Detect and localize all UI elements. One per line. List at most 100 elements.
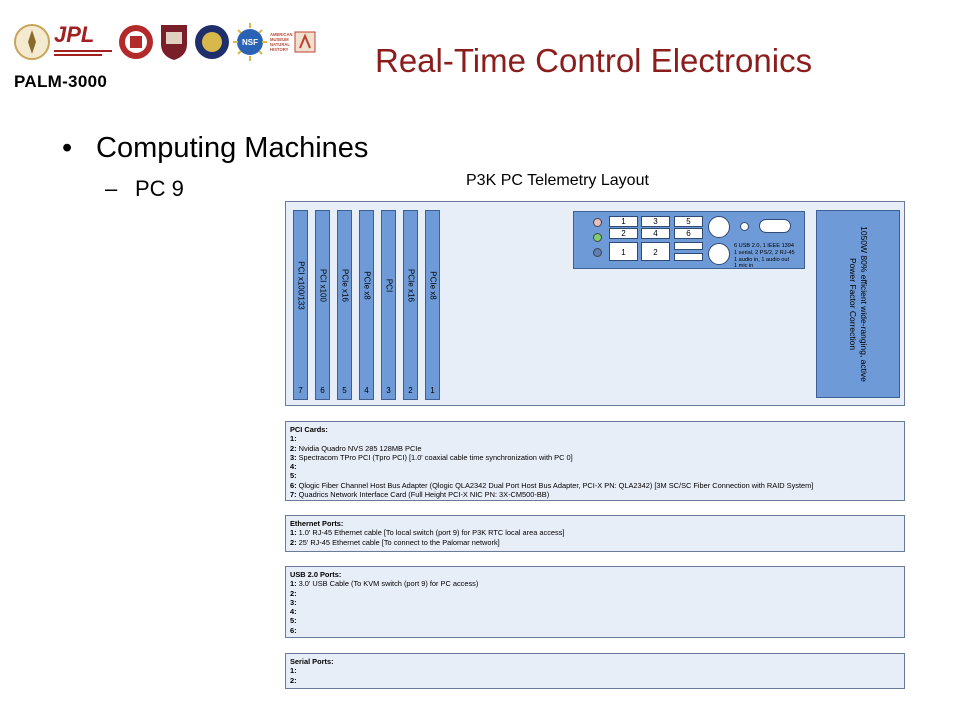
item-number: 3:	[290, 452, 297, 462]
pci-slot-6: PCI x100 6	[315, 210, 330, 400]
item-number: 5:	[290, 471, 297, 481]
oxford-crest-icon	[195, 25, 229, 59]
io-panel: 1 3 5 2 4 6 1 2 6 USB 2.0, 1 IEEE 1394 1…	[573, 211, 805, 269]
item-text: Qlogic Fiber Channel Host Bus Adapter (Q…	[296, 480, 814, 490]
diagram-title: P3K PC Telemetry Layout	[466, 172, 649, 189]
list-item: 1: 1.0' RJ-45 Ethernet cable [To local s…	[290, 528, 900, 537]
audio-port-bottom	[674, 253, 703, 261]
item-number: 1:	[290, 528, 297, 538]
pci-slot-4: PCIe x8 4	[359, 210, 374, 400]
panel-title: Ethernet Ports:	[290, 519, 344, 528]
list-item: 3: Spectracom TPro PCI (Tpro PCI) [1.0' …	[290, 453, 900, 462]
panel-title: PCI Cards:	[290, 425, 328, 434]
slot-label: PCI x100	[318, 269, 327, 302]
pci-slot-2: PCIe x16 2	[403, 210, 418, 400]
panel-title: USB 2.0 Ports:	[290, 570, 342, 579]
io-description: 6 USB 2.0, 1 IEEE 1394 1 serial, 2 PS/2,…	[734, 243, 804, 270]
bullet-dot-icon: •	[62, 132, 73, 164]
item-number: 6:	[290, 480, 297, 490]
university-crest-icon	[161, 25, 187, 60]
slot-number: 6	[320, 386, 325, 395]
usb-port-4: 4	[641, 228, 670, 239]
slot-number: 5	[342, 386, 347, 395]
item-text: 25' RJ-45 Ethernet cable [To connect to …	[296, 537, 500, 547]
list-item: 1: 3.0' USB Cable (To KVM switch (port 9…	[290, 579, 900, 588]
slot-label: PCIe x8	[428, 271, 437, 300]
item-text: Quadrics Network Interface Card (Full He…	[296, 490, 550, 500]
bullet-level2: –PC 9	[105, 176, 184, 202]
bullet-dash-icon: –	[105, 176, 118, 201]
list-item: 6:	[290, 626, 900, 635]
caltech-seal-icon	[14, 24, 50, 60]
slot-label: PCIe x8	[362, 271, 371, 300]
list-item: 1:	[290, 666, 900, 675]
amnh-logo: AMERICAN MUSEUM NATURAL HISTORY	[270, 22, 293, 62]
power-led-icon	[593, 218, 602, 227]
ethernet-port-2: 2	[641, 242, 670, 261]
jpl-logo: JPL	[54, 22, 114, 62]
slot-label: PCI x100/133	[296, 261, 305, 310]
slot-number: 2	[408, 386, 413, 395]
ethernet-port-1: 1	[609, 242, 638, 261]
fermilab-logo	[294, 31, 316, 53]
list-item: 2: Nvidia Quadro NVS 285 128MB PCIe	[290, 444, 900, 453]
item-text: 3.0' USB Cable (To KVM switch (port 9) f…	[296, 579, 479, 589]
item-number: 2:	[290, 443, 297, 453]
project-name: PALM-3000	[14, 72, 108, 91]
list-item: 6: Qlogic Fiber Channel Host Bus Adapter…	[290, 481, 900, 490]
ps2-port-icon	[708, 243, 730, 265]
audio-port-top	[674, 242, 703, 250]
item-number: 7:	[290, 490, 297, 500]
jpl-logo-text: JPL	[54, 22, 95, 47]
item-text: 1.0' RJ-45 Ethernet cable [To local swit…	[296, 528, 565, 538]
pci-slot-3: PCI 3	[381, 210, 396, 400]
list-item: 5:	[290, 471, 900, 480]
item-number: 3:	[290, 597, 297, 607]
bullet-level1-text: Computing Machines	[96, 132, 369, 164]
pci-slot-1: PCIe x8 1	[425, 210, 440, 400]
audio-jack-icon	[740, 222, 749, 231]
item-number: 4:	[290, 462, 297, 472]
ethernet-ports-panel: Ethernet Ports: 1: 1.0' RJ-45 Ethernet c…	[285, 515, 905, 552]
list-item: 1:	[290, 434, 900, 443]
amnh-logo-text: AMERICAN MUSEUM NATURAL HISTORY	[270, 32, 293, 52]
list-item: 2:	[290, 676, 900, 685]
list-item: 5:	[290, 616, 900, 625]
serial-port-icon	[759, 219, 791, 233]
power-supply-label: 1050W 80% efficient wide-ranging, active…	[848, 226, 869, 382]
list-item: 7: Quadrics Network Interface Card (Full…	[290, 490, 900, 499]
item-number: 2:	[290, 675, 297, 685]
usb-port-1: 1	[609, 216, 638, 227]
item-text: Spectracom TPro PCI (Tpro PCI) [1.0' coa…	[296, 452, 573, 462]
nsf-logo: NSF	[233, 23, 267, 61]
slot-label: PCI	[384, 278, 393, 293]
slot-number: 1	[430, 386, 435, 395]
usb-port-2: 2	[609, 228, 638, 239]
serial-ports-panel: Serial Ports: 1: 2:	[285, 653, 905, 689]
power-supply: 1050W 80% efficient wide-ranging, active…	[816, 210, 900, 398]
list-item: 2: 25' RJ-45 Ethernet cable [To connect …	[290, 538, 900, 547]
list-item: 3:	[290, 598, 900, 607]
item-number: 4:	[290, 607, 297, 617]
cornell-seal-icon	[119, 25, 153, 59]
slot-number: 4	[364, 386, 369, 395]
item-number: 1:	[290, 666, 297, 676]
slot-number: 3	[386, 386, 391, 395]
list-item: 4:	[290, 607, 900, 616]
item-number: 6:	[290, 625, 297, 635]
bullet-level1: • Computing Machines	[62, 132, 368, 165]
logo-strip: JPL NSF AMERICAN MUSEUM NATURAL HISTORY	[14, 22, 316, 68]
slide-title: Real-Time Control Electronics	[375, 42, 813, 79]
io-description-text: 6 USB 2.0, 1 IEEE 1394 1 serial, 2 PS/2,…	[734, 243, 795, 270]
item-number: 2:	[290, 537, 297, 547]
usb-ports-panel: USB 2.0 Ports: 1: 3.0' USB Cable (To KVM…	[285, 566, 905, 638]
usb-port-6: 6	[674, 228, 703, 239]
slot-label: PCIe x16	[406, 269, 415, 302]
activity-led-icon	[593, 248, 602, 257]
slot-label: PCIe x16	[340, 269, 349, 302]
item-number: 1:	[290, 579, 297, 589]
status-led-icon	[593, 233, 602, 242]
list-item: 4:	[290, 462, 900, 471]
